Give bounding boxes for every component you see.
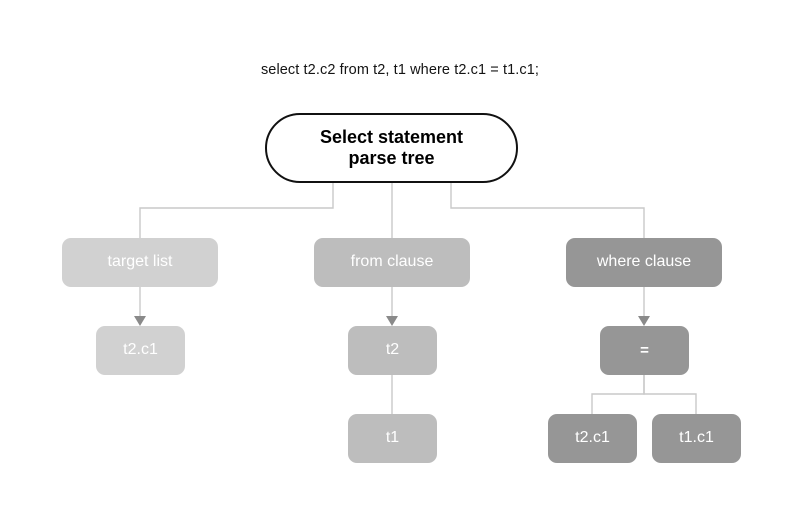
node-where-clause-t1c1[interactable]: t1.c1 <box>652 414 741 463</box>
sql-query-caption: select t2.c2 from t2, t1 where t2.c1 = t… <box>260 62 540 78</box>
node-target-list[interactable]: target list <box>62 238 218 287</box>
node-where-clause-t2c1[interactable]: t2.c1 <box>548 414 637 463</box>
node-from-clause-t1[interactable]: t1 <box>348 414 437 463</box>
edge-equals-to-t1c1 <box>643 375 697 414</box>
edge-equals-to-t2c1 <box>591 375 645 414</box>
node-from-clause[interactable]: from clause <box>314 238 470 287</box>
edge-root-to-where-clause <box>450 183 645 238</box>
arrowhead-where-clause <box>638 316 650 326</box>
arrowhead-target-list <box>134 316 146 326</box>
arrowheads <box>134 316 650 326</box>
arrowhead-from-clause <box>386 316 398 326</box>
node-where-clause-equals[interactable]: = <box>600 326 689 375</box>
edge-root-to-target-list <box>139 183 334 238</box>
node-target-list-t2c1[interactable]: t2.c1 <box>96 326 185 375</box>
node-root-select-statement-parse-tree[interactable]: Select statement parse tree <box>265 113 518 183</box>
node-from-clause-t2[interactable]: t2 <box>348 326 437 375</box>
node-where-clause[interactable]: where clause <box>566 238 722 287</box>
